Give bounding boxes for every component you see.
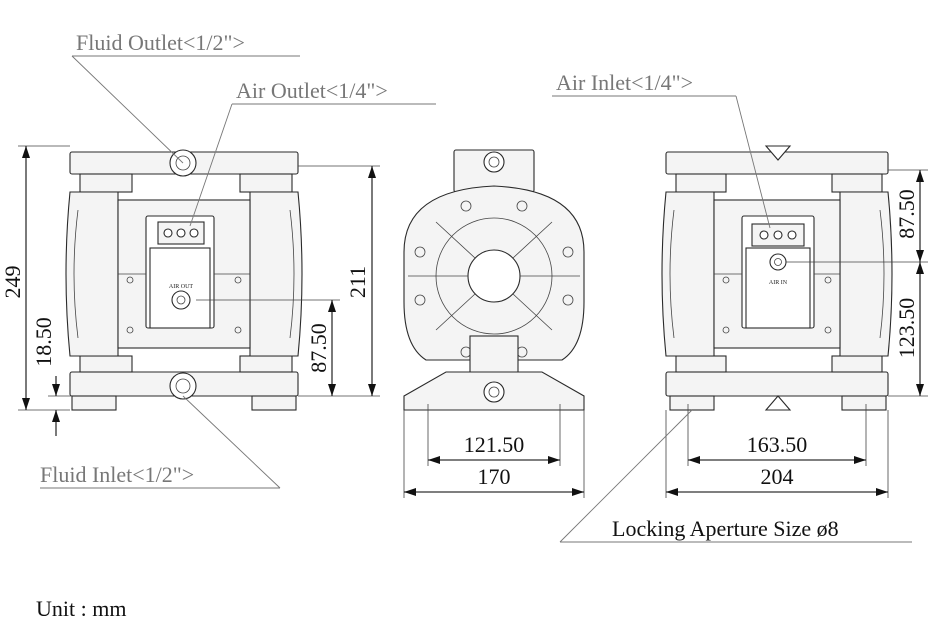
dimension-121-50: 121.50 (464, 432, 525, 457)
dimension-170: 170 (478, 464, 511, 489)
dimension-87-50-air-inlet: 87.50 (894, 189, 919, 239)
dimension-18-50: 18.50 (31, 317, 56, 367)
left-dimension-lines (18, 145, 380, 436)
callout-leaders (40, 55, 912, 543)
right-dimension-lines (665, 169, 928, 498)
dimension-249: 249 (0, 266, 25, 299)
air-outlet-label: Air Outlet<1/4"> (236, 78, 388, 103)
dimension-204: 204 (761, 464, 794, 489)
dimension-87-50-air-outlet: 87.50 (306, 323, 331, 373)
fluid-outlet-label: Fluid Outlet<1/2"> (76, 30, 245, 55)
middle-dimension-lines (403, 404, 585, 498)
dimension-163-50: 163.50 (747, 432, 808, 457)
unit-label: Unit : mm (36, 596, 126, 621)
air-out-plate-label: AIR OUT (169, 284, 193, 290)
locking-aperture-label: Locking Aperture Size ø8 (612, 516, 839, 541)
air-inlet-label: Air Inlet<1/4"> (556, 70, 693, 95)
left-pump-view (65, 149, 303, 411)
fluid-inlet-label: Fluid Inlet<1/2"> (40, 462, 194, 487)
right-pump-view (661, 145, 893, 411)
air-in-plate-label: AIR IN (769, 280, 788, 286)
dimension-123-50: 123.50 (894, 298, 919, 359)
dimension-211: 211 (345, 266, 370, 298)
middle-pump-view (403, 149, 585, 411)
